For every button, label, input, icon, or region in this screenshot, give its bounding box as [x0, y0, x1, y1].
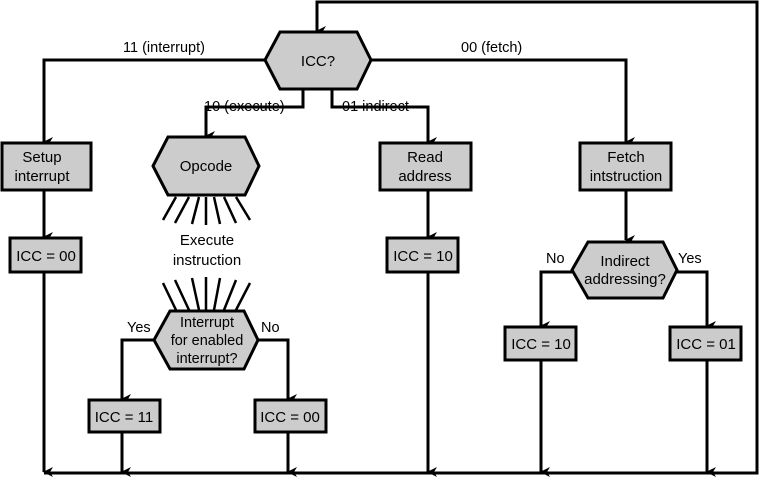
edge-execute: [204, 89, 305, 141]
label-interrupt-no: No: [261, 320, 280, 336]
icc-decision-label: ICC?: [301, 53, 335, 70]
read-address-box: Read address: [378, 141, 473, 192]
fetch-instruction-box: Fetch intstruction: [578, 141, 673, 192]
label-fetch: 00 (fetch): [461, 40, 522, 56]
edge-interrupt-yes: [120, 338, 154, 404]
fetch-line2: intstruction: [590, 168, 663, 185]
execute-rays-bottom: [161, 277, 252, 311]
icc-decision: ICC?: [263, 30, 373, 91]
label-execute: 10 (execute): [204, 99, 285, 115]
edge-indirect: [330, 89, 437, 147]
label-interrupt: 11 (interrupt): [123, 40, 205, 56]
read-line2: address: [398, 168, 451, 185]
setup-interrupt-box: Setup interrupt: [0, 141, 93, 192]
execute-rays-top: [161, 196, 252, 225]
opcode-label: Opcode: [180, 158, 233, 175]
edge-fetch: [371, 58, 635, 147]
icc-01-box: ICC = 01: [668, 325, 743, 362]
label-indirect: 01 indirect: [342, 99, 409, 115]
execute-line1: Execute: [180, 232, 234, 249]
edge-indirect-no: [539, 270, 572, 331]
indirect-line2: addressing?: [584, 271, 666, 288]
icc-00-mid-label: ICC = 00: [260, 409, 320, 426]
label-indirect-no: No: [546, 251, 565, 267]
icc-10-right-box: ICC = 10: [503, 325, 578, 362]
opcode-decision: Opcode: [151, 135, 261, 197]
setup-line2: interrupt: [14, 168, 70, 185]
setup-line1: Setup: [22, 149, 61, 166]
fetch-line1: Fetch: [607, 149, 645, 166]
label-indirect-yes: Yes: [678, 251, 702, 267]
icc-10-mid-label: ICC = 10: [393, 248, 453, 265]
icc-11-box: ICC = 11: [87, 398, 162, 434]
label-interrupt-yes: Yes: [127, 320, 151, 336]
icc-01-label: ICC = 01: [676, 336, 736, 353]
icc-00-left-label: ICC = 00: [16, 248, 76, 265]
interrupt-line2: for enabled: [171, 333, 244, 349]
indirect-line1: Indirect: [600, 253, 650, 270]
execute-line2: instruction: [173, 252, 241, 269]
icc-11-label: ICC = 11: [95, 409, 154, 426]
interrupt-line1: Interrupt: [180, 315, 234, 331]
icc-10-mid-box: ICC = 10: [385, 236, 460, 274]
connectors: [42, 0, 759, 477]
loop-back-line: [44, 0, 759, 475]
edge-interrupt-no: [258, 338, 297, 404]
interrupt-decision: Interrupt for enabled interrupt?: [152, 309, 260, 371]
edge-interrupt: [42, 58, 265, 147]
icc-00-left-box: ICC = 00: [8, 236, 83, 274]
icc-10-right-label: ICC = 10: [511, 336, 571, 353]
read-line1: Read: [407, 149, 443, 166]
edge-indirect-yes: [677, 270, 716, 331]
interrupt-line3: interrupt?: [176, 351, 237, 367]
icc-00-mid-box: ICC = 00: [253, 398, 328, 434]
